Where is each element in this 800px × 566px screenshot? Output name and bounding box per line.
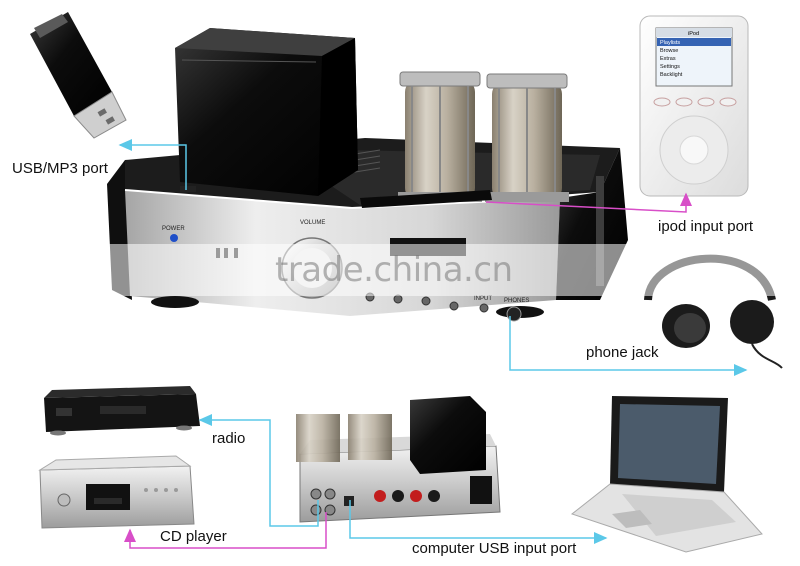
ipod-menu-item: Extras [660, 56, 676, 62]
usb-mp3-port-label: USB/MP3 port [12, 160, 108, 177]
phone-jack-icon [506, 306, 522, 322]
computer-usb-input-port-label: computer USB input port [412, 540, 577, 557]
phone-jack-label: phone jack [586, 344, 659, 361]
vacuum-tube-right [485, 73, 569, 202]
connection-arrows [118, 139, 748, 544]
ipod-icon: iPod Playlists Browse Extras Settings Ba… [639, 15, 749, 197]
radio-tuner-icon [44, 386, 200, 436]
cd-player-icon [38, 455, 195, 529]
vacuum-tube-left [398, 71, 482, 202]
ipod-menu-item: Browse [660, 48, 678, 54]
usb-stick-icon [30, 12, 127, 139]
ipod-menu-item: Backlight [660, 72, 683, 78]
ipod-menu-item: Playlists [660, 40, 680, 46]
radio-label: radio [212, 430, 246, 447]
ipod-screen-title: iPod [688, 31, 699, 37]
ipod-input-port-label: ipod input port [658, 218, 754, 235]
power-label: POWER [162, 226, 185, 232]
cd-player-label: CD player [160, 528, 227, 545]
input-label: INPUT [474, 296, 492, 302]
watermark-band [0, 244, 800, 296]
phones-label: PHONES [504, 298, 529, 304]
watermark: trade.china.cn [275, 250, 513, 290]
laptop-icon [570, 396, 763, 553]
volume-label: VOLUME [300, 220, 325, 226]
amplifier-rear-view [296, 396, 501, 523]
ipod-menu-item: Settings [660, 64, 680, 70]
connection-arrows-magenta [124, 192, 692, 549]
